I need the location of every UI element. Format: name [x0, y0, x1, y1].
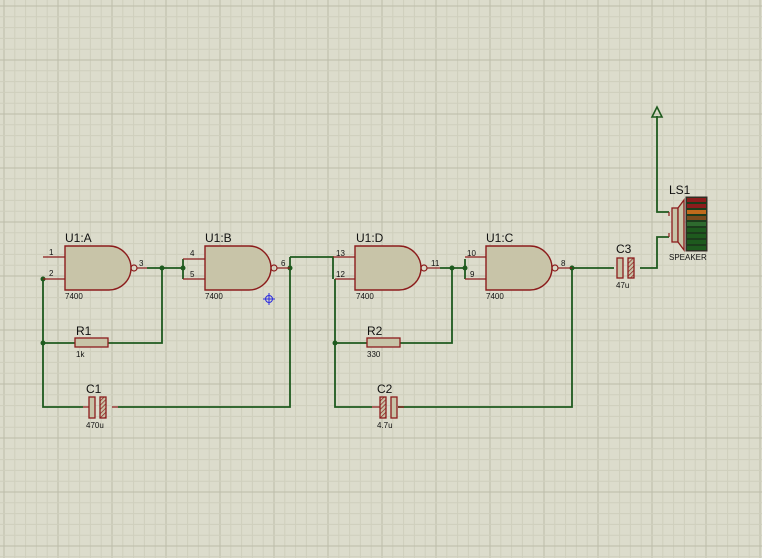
nand-gate-body [204, 245, 272, 291]
resistor-r1[interactable]: R1 1k [74, 324, 109, 359]
wire-u1d-in-to-c2[interactable] [334, 279, 372, 408]
pin-number: 1 [49, 248, 54, 257]
wire-r1-right[interactable] [108, 268, 163, 344]
junction-dot [332, 340, 338, 346]
pin-number: 4 [190, 249, 195, 258]
capacitor-value-label: 4.7u [377, 421, 393, 430]
pin-number: 2 [49, 269, 54, 278]
wire-r2-right[interactable] [400, 268, 453, 344]
gate-ref-label: U1:B [205, 231, 232, 245]
pin-number: 5 [190, 270, 195, 279]
resistor-value-label: 1k [76, 350, 85, 359]
nand-gate-body [64, 245, 132, 291]
speaker-level-bar [687, 204, 706, 208]
speaker-value-label: SPEAKER [669, 253, 707, 262]
capacitor-value-label: 47u [616, 281, 629, 290]
gate-value-label: 7400 [205, 292, 223, 301]
gate-u1b[interactable]: U1:B 7400 4 5 6 [183, 231, 290, 301]
resistor-ref-label: R2 [367, 324, 383, 338]
resistor-r2[interactable]: R2 330 [366, 324, 401, 359]
gate-ref-label: U1:D [356, 231, 384, 245]
speaker-cone [677, 198, 685, 252]
capacitor-plate [616, 257, 624, 279]
junction-dot [449, 265, 455, 271]
speaker-level-bar [687, 222, 706, 226]
speaker-level-bar [687, 210, 706, 214]
gate-u1c[interactable]: U1:C 7400 10 9 8 [465, 231, 572, 301]
pin-number: 9 [470, 270, 475, 279]
capacitor-plate-polarized [99, 396, 107, 419]
speaker-magnet [671, 207, 679, 243]
gate-ref-label: U1:C [486, 231, 514, 245]
gate-ref-label: U1:A [65, 231, 92, 245]
pin-number: 6 [281, 259, 286, 268]
gate-u1a[interactable]: U1:A 7400 1 2 3 [43, 231, 147, 301]
gate-input-leads [43, 256, 65, 280]
speaker-level-bar [687, 246, 706, 250]
resistor-body [74, 337, 109, 348]
speaker-ref-label: LS1 [669, 183, 691, 197]
capacitor-c1[interactable]: C1 470u [83, 382, 118, 430]
capacitor-ref-label: C1 [86, 382, 102, 396]
capacitor-c3[interactable]: C3 47u [616, 242, 635, 290]
capacitor-plate-polarized [379, 396, 387, 419]
pin-number: 11 [431, 259, 440, 268]
junction-dot [462, 265, 468, 271]
nand-gate-body [485, 245, 553, 291]
crosshair-cursor-icon [263, 293, 275, 305]
wire-u1a-in-to-c1[interactable] [42, 279, 83, 408]
wire-c1-to-u1b-out[interactable] [118, 257, 291, 408]
junction-dot [40, 340, 46, 346]
capacitor-ref-label: C3 [616, 242, 632, 256]
wire-c2-to-u1c-out[interactable] [398, 268, 573, 408]
capacitor-plate-polarized [627, 257, 635, 279]
gate-value-label: 7400 [486, 292, 504, 301]
gate-u1d[interactable]: U1:D 7400 13 12 11 [333, 231, 440, 301]
hollow-triangle-terminal-icon[interactable] [650, 105, 664, 118]
gate-input-leads [183, 258, 205, 280]
gate-value-label: 7400 [65, 292, 83, 301]
gate-input-leads [333, 256, 355, 280]
speaker-level-bar [687, 228, 706, 232]
junction-dot [180, 265, 186, 271]
speaker-level-bar [687, 198, 706, 202]
capacitor-value-label: 470u [86, 421, 104, 430]
resistor-ref-label: R1 [76, 324, 92, 338]
nand-gate-body [354, 245, 422, 291]
pin-number: 12 [336, 270, 345, 279]
resistor-value-label: 330 [367, 350, 381, 359]
junction-dot [159, 265, 165, 271]
speaker-ls1[interactable]: LS1 SPEAKER [668, 183, 708, 262]
pin-number: 3 [139, 259, 144, 268]
capacitor-plate [390, 396, 398, 419]
wire-c3-to-speaker[interactable] [640, 236, 669, 269]
speaker-level-bar [687, 216, 706, 220]
pin-number: 8 [561, 259, 566, 268]
wire-speaker-to-terminal[interactable] [656, 116, 669, 213]
gate-value-label: 7400 [356, 292, 374, 301]
speaker-level-bar [687, 234, 706, 238]
capacitor-c2[interactable]: C2 4.7u [372, 382, 404, 430]
capacitor-ref-label: C2 [377, 382, 393, 396]
speaker-level-bar [687, 240, 706, 244]
pin-number: 13 [336, 249, 345, 258]
resistor-body [366, 337, 401, 348]
capacitor-plate [88, 396, 96, 419]
pin-number: 10 [467, 249, 476, 258]
gate-input-leads [465, 256, 486, 280]
